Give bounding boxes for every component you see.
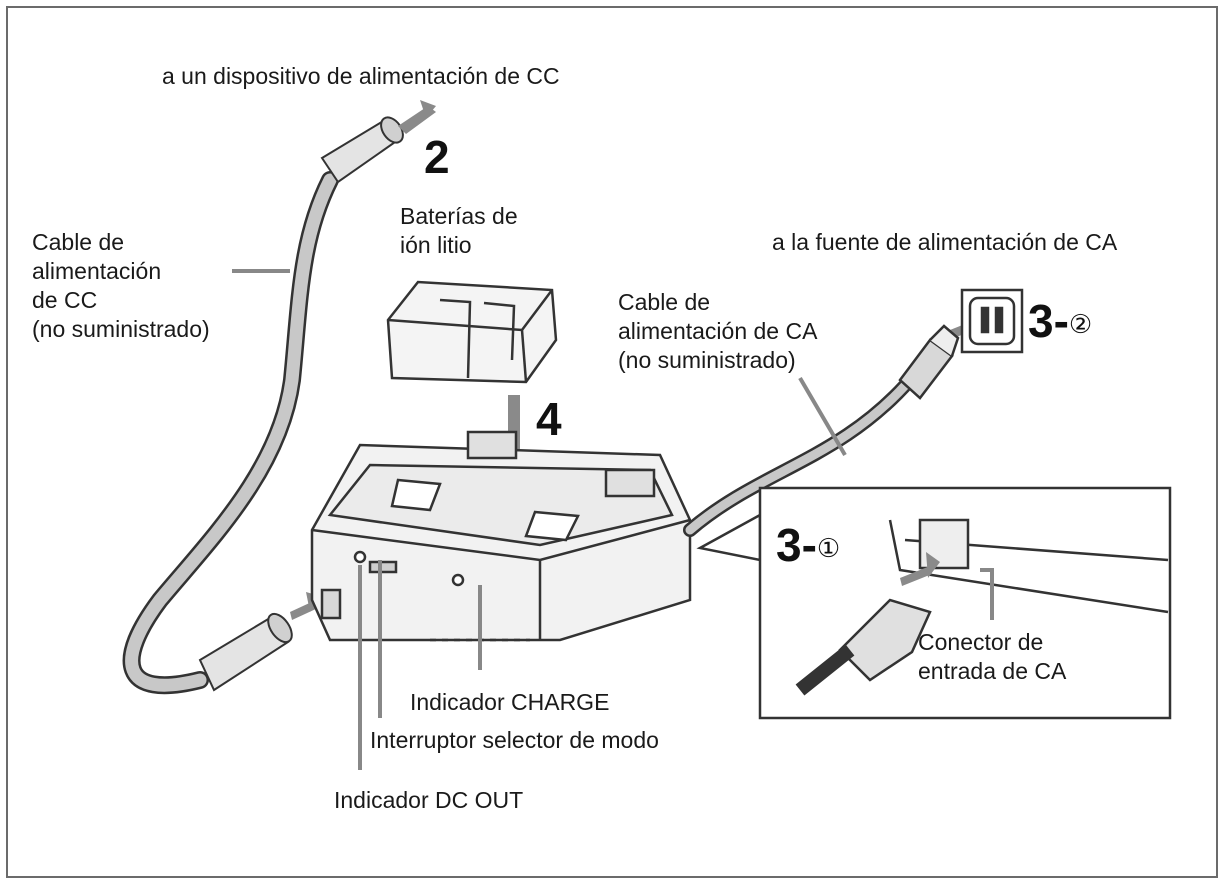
ac-connector-label: Conector de entrada de CA [918,629,1067,684]
step-4-marker: 4 [536,393,562,445]
step-3-sub1-text: ① [816,533,841,563]
step-3-2-marker: 3-② [1028,298,1092,347]
dc-cable [122,171,339,695]
step-3-sub2-text: ② [1068,309,1093,339]
mode-switch-label: Interruptor selector de modo [370,727,659,753]
step-3-main-text: 3- [776,519,817,571]
wall-socket [960,288,1024,354]
step-3-1-marker: 3-① [776,522,840,571]
inset-arrow [900,552,940,586]
leader-lines [232,269,994,770]
dc-destination-label: a un dispositivo de alimentación de CC [162,63,560,89]
dc-cable-label: Cable de alimentación de CC (no suminist… [32,229,210,342]
ac-cable-label: Cable de alimentación de CA (no suminist… [618,289,818,373]
battery-pack [386,280,558,384]
diagram-frame [6,6,1218,878]
charge-indicator-label: Indicador CHARGE [410,689,610,715]
battery-label: Baterías de ión litio [400,203,518,258]
ac-plug [898,324,960,400]
step-2-marker: 2 [424,131,450,183]
dc-out-indicator-label: Indicador DC OUT [334,787,524,813]
charger-unit [310,430,692,642]
dc-connector-bottom [198,612,293,692]
ac-cable [683,373,917,537]
inset-callout [696,486,1172,720]
ac-destination-label: a la fuente de alimentación de CA [772,229,1118,255]
step-3-main-text: 3- [1028,295,1069,347]
dc-connector-top [320,116,404,184]
